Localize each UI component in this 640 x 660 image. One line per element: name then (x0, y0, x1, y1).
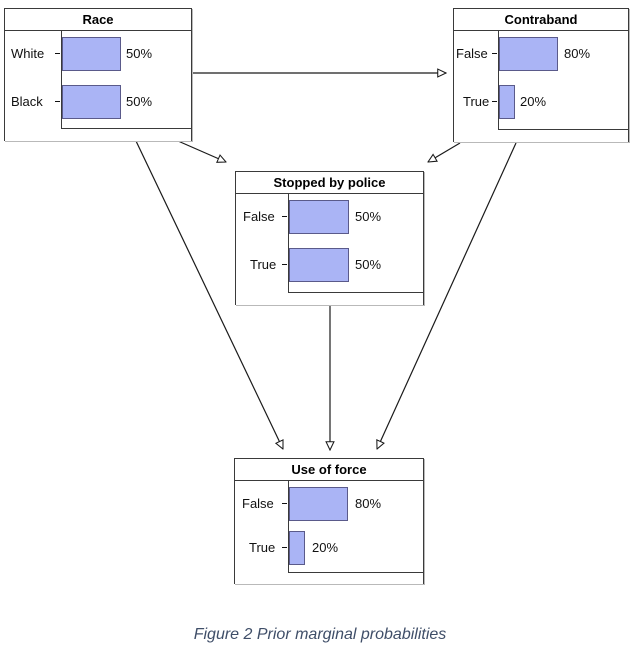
node-stopped-bar-true (289, 248, 349, 282)
node-force-value-false: 80% (355, 496, 382, 511)
node-force-row-true: True 20% (235, 527, 423, 569)
node-race[interactable]: Race White 50% Black 50% (4, 8, 192, 141)
node-force-label-true: True (249, 540, 276, 555)
node-stopped-label-false: False (243, 209, 275, 224)
node-stopped-tick-true (282, 264, 287, 265)
node-stopped-value-true: 50% (355, 257, 382, 272)
edge-contraband-to-force (377, 142, 517, 449)
node-contraband-tick-false (492, 53, 497, 54)
node-stopped-by-police-bar-frame (288, 194, 424, 293)
node-race-body: White 50% Black 50% (5, 31, 192, 141)
node-stopped-by-police[interactable]: Stopped by police False 50% True 50% (235, 171, 424, 305)
node-contraband-row-false: False 80% (454, 33, 628, 75)
node-contraband[interactable]: Contraband False 80% True 20% (453, 8, 629, 142)
node-stopped-label-true: True (250, 257, 277, 272)
node-contraband-label-false: False (456, 46, 488, 61)
node-use-of-force[interactable]: Use of force False 80% True 20% (234, 458, 424, 584)
node-stopped-value-false: 50% (355, 209, 382, 224)
node-stopped-by-police-body: False 50% True 50% (236, 194, 424, 305)
node-contraband-bar-true (499, 85, 515, 119)
node-race-tick-black (55, 101, 60, 102)
node-force-value-true: 20% (312, 540, 339, 555)
node-contraband-title: Contraband (454, 9, 628, 31)
node-race-row-black: Black 50% (5, 81, 191, 123)
node-contraband-label-true: True (463, 94, 490, 109)
node-force-row-false: False 80% (235, 483, 423, 525)
node-force-bar-false (289, 487, 348, 521)
node-contraband-bar-frame (498, 31, 629, 130)
node-contraband-tick-true (492, 101, 497, 102)
node-contraband-value-false: 80% (564, 46, 591, 61)
figure-caption: Figure 2 Prior marginal probabilities (193, 626, 447, 643)
node-force-bar-true (289, 531, 305, 565)
node-stopped-bar-false (289, 200, 349, 234)
node-stopped-row-true: True 50% (236, 244, 423, 286)
node-use-of-force-bar-frame (288, 481, 424, 573)
node-race-value-black: 50% (126, 94, 153, 109)
node-contraband-value-true: 20% (520, 94, 547, 109)
node-force-tick-false (282, 503, 287, 504)
node-stopped-row-false: False 50% (236, 196, 423, 238)
node-contraband-row-true: True 20% (454, 81, 628, 123)
edge-race-to-force (135, 140, 284, 449)
node-use-of-force-title: Use of force (235, 459, 423, 481)
edge-race-to-stopped (177, 140, 226, 162)
node-use-of-force-body: False 80% True 20% (235, 481, 424, 584)
node-force-tick-true (282, 547, 287, 548)
node-force-label-false: False (242, 496, 274, 511)
node-race-tick-white (55, 53, 60, 54)
node-race-label-black: Black (11, 94, 43, 109)
node-race-title: Race (5, 9, 191, 31)
node-race-bar-white (62, 37, 121, 71)
node-race-value-white: 50% (126, 46, 153, 61)
node-race-bar-black (62, 85, 121, 119)
node-contraband-body: False 80% True 20% (454, 31, 629, 142)
node-race-row-white: White 50% (5, 33, 191, 75)
edge-contraband-to-stopped (428, 142, 461, 162)
node-contraband-bar-false (499, 37, 558, 71)
node-stopped-by-police-title: Stopped by police (236, 172, 423, 194)
node-race-label-white: White (11, 46, 45, 61)
node-stopped-tick-false (282, 216, 287, 217)
node-race-bar-frame (61, 31, 192, 129)
